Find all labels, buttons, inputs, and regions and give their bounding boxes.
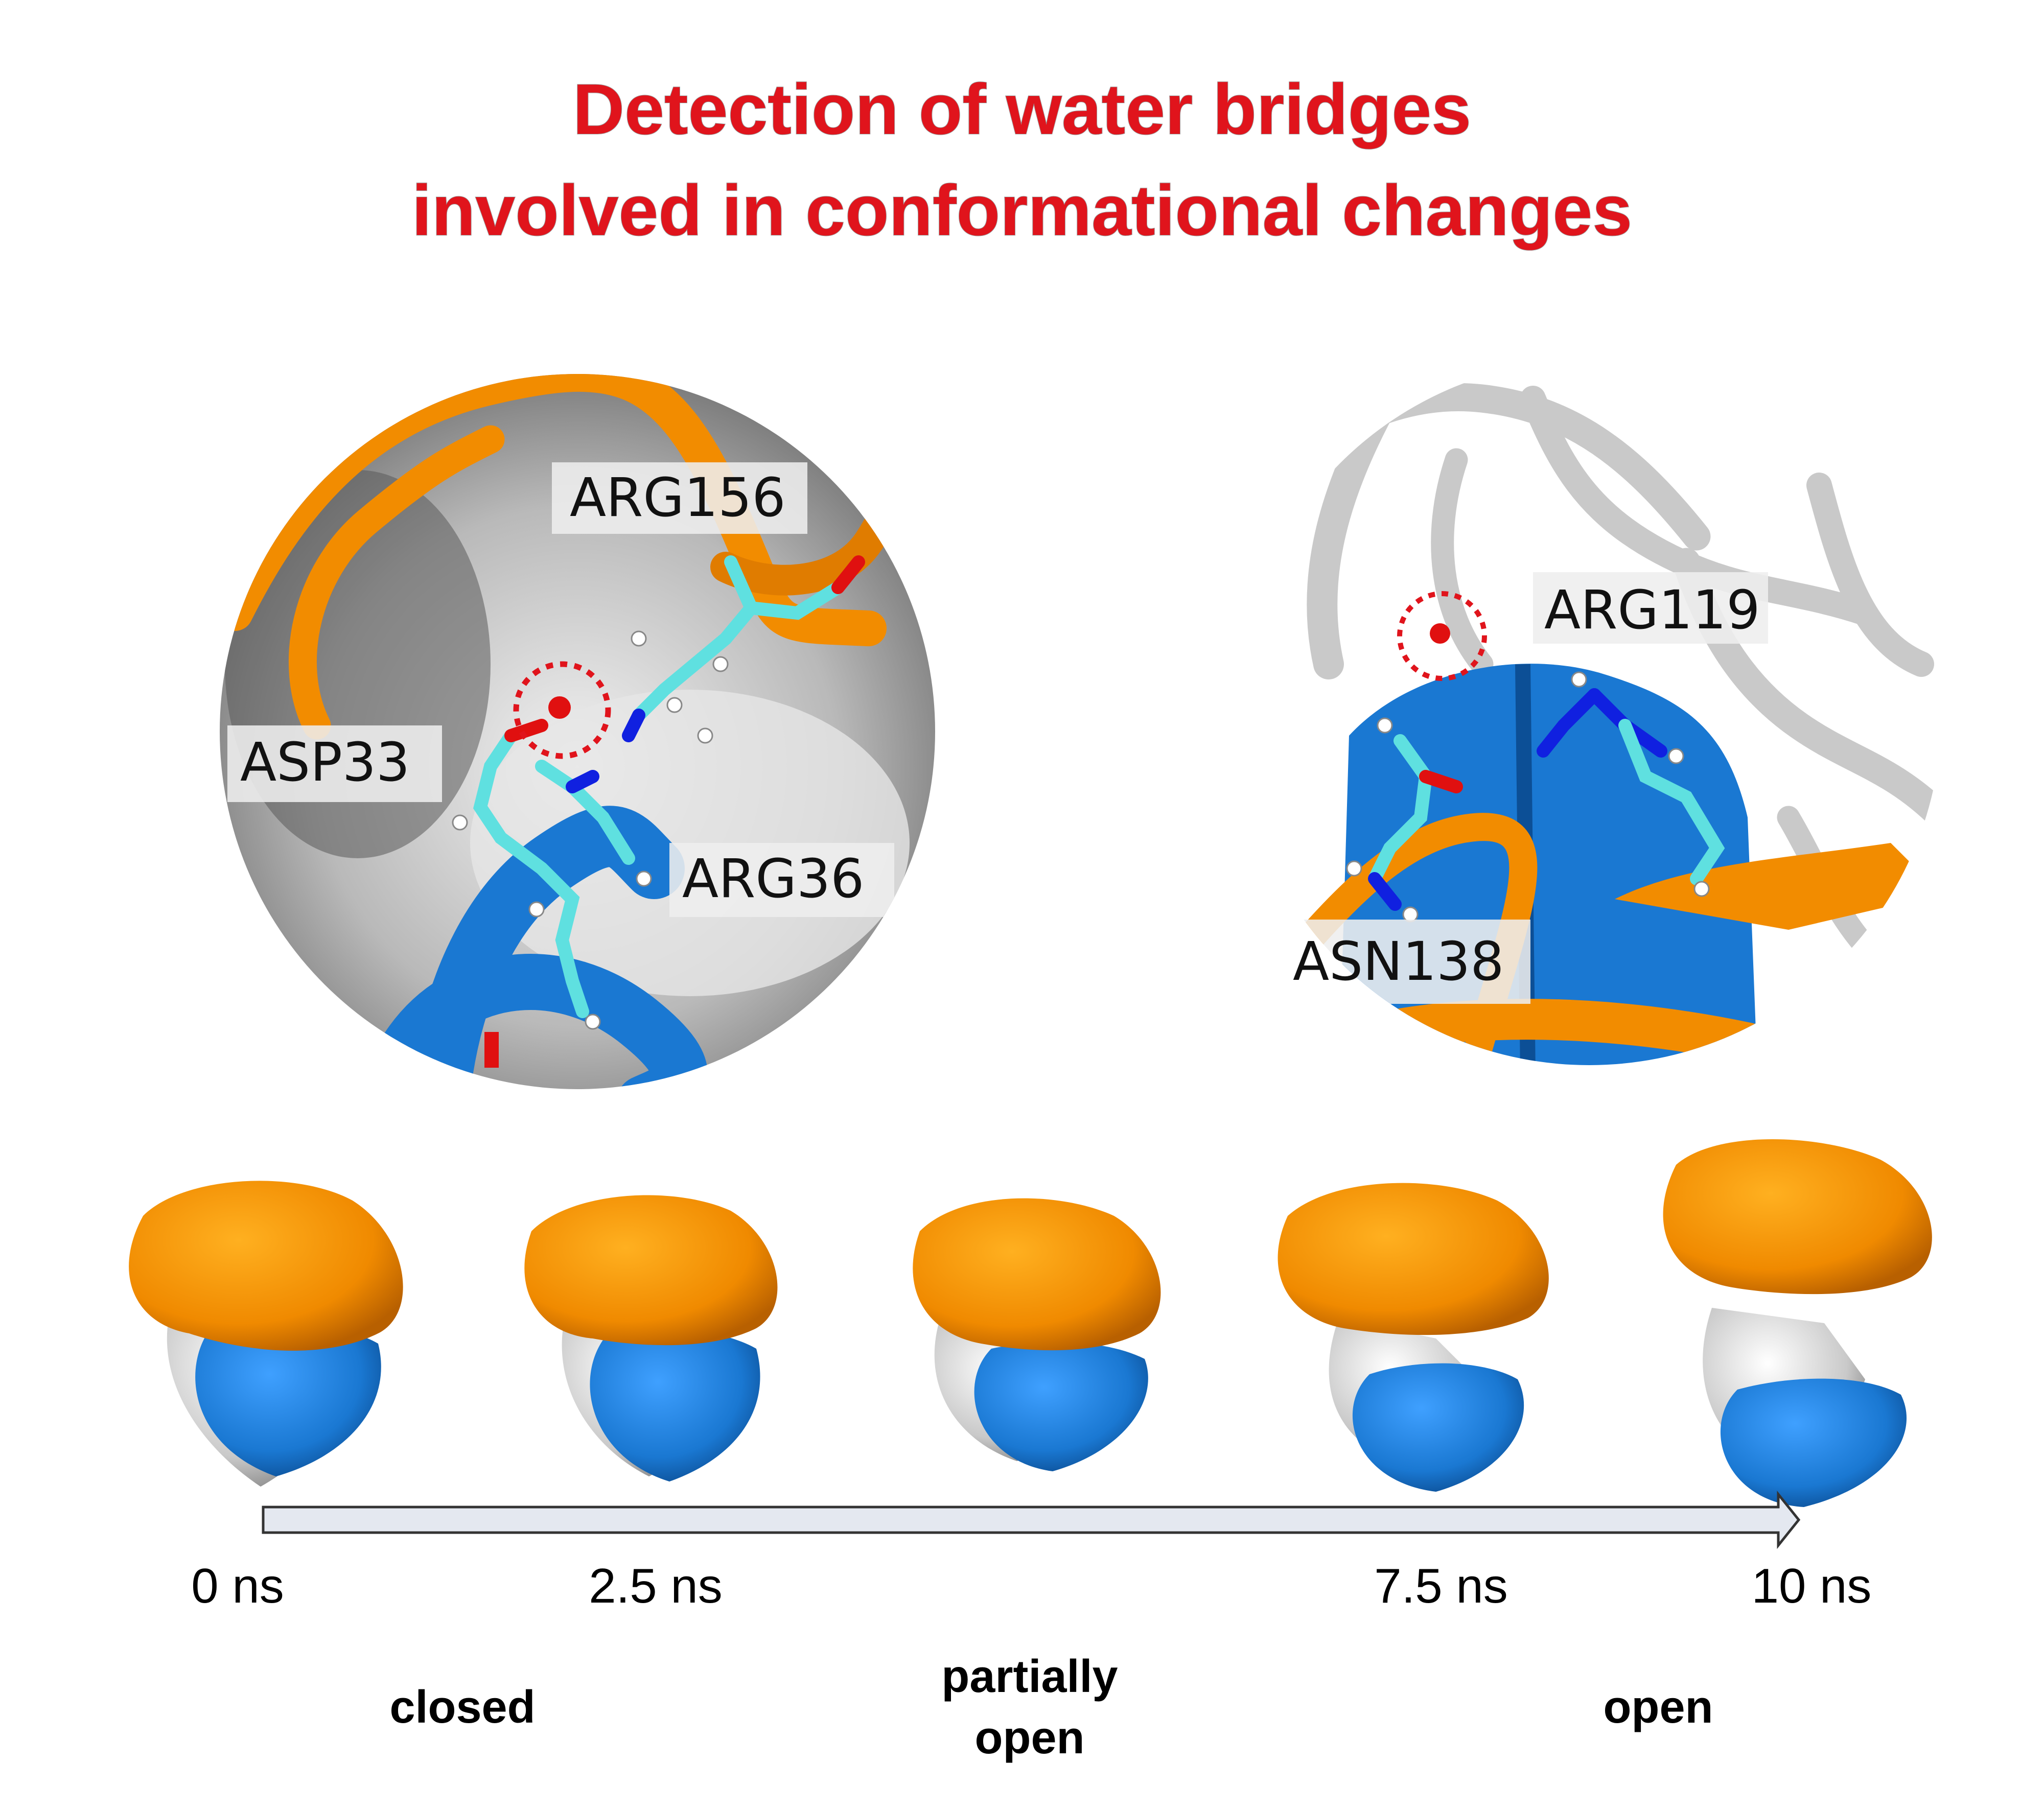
tick-label-7-5ns: 7.5 ns	[1374, 1559, 1508, 1613]
title-line-2: involved in conformational changes	[412, 170, 1632, 250]
state-label-closed: closed	[389, 1682, 535, 1733]
right-inset: ARG119 ASN138	[1237, 360, 1942, 1065]
state-label-open: open	[1604, 1682, 1713, 1733]
left-inset-rendering	[220, 374, 935, 1089]
state-label-partially-open: open	[975, 1712, 1085, 1764]
right-residue-label-asn138: ASN138	[1293, 930, 1504, 993]
tick-label-0ns: 0 ns	[191, 1559, 284, 1613]
snapshot-0	[129, 1181, 403, 1487]
snapshot-2	[913, 1198, 1161, 1471]
state-label-partially: partially	[941, 1651, 1118, 1702]
right-water-marker	[1397, 591, 1487, 681]
title-line-1: Detection of water bridges	[573, 69, 1471, 149]
left-residue-label-asp33: ASP33	[240, 731, 410, 793]
left-residue-label-arg156: ARG156	[570, 466, 786, 529]
time-arrow	[262, 1490, 1801, 1549]
tick-label-10ns: 10 ns	[1752, 1559, 1872, 1613]
right-residue-label-arg119: ARG119	[1544, 579, 1760, 641]
left-inset: ARG156 ASP33 ARG36	[220, 374, 935, 1089]
snapshot-1	[524, 1195, 778, 1482]
left-water-marker	[513, 661, 611, 759]
left-residue-label-arg36: ARG36	[682, 848, 864, 910]
right-inset-rendering	[1237, 360, 1942, 1065]
snapshot-4	[1663, 1139, 1932, 1507]
tick-label-2-5ns: 2.5 ns	[589, 1559, 723, 1613]
left-water-molecule	[548, 696, 571, 719]
snapshot-3	[1278, 1183, 1549, 1492]
right-water-molecule	[1430, 623, 1450, 644]
